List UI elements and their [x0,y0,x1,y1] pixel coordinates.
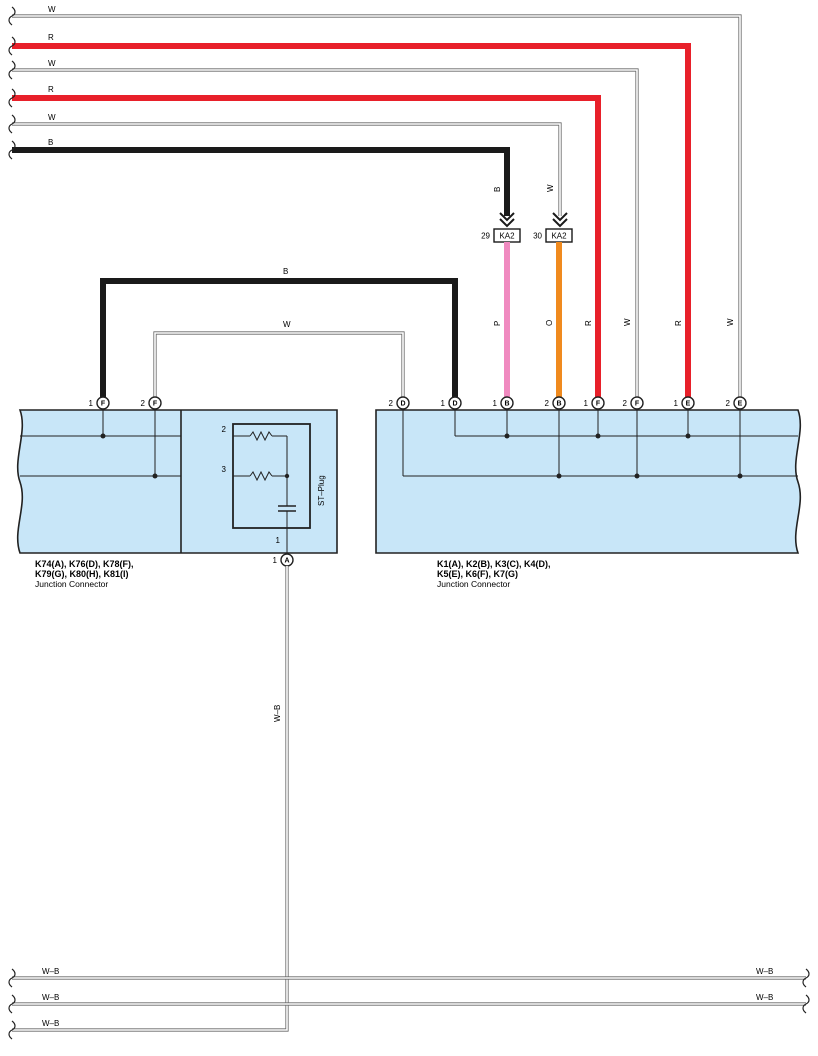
wire-label: W–B [756,967,773,976]
svg-text:2: 2 [726,399,731,408]
wire-label: W–B [42,1019,59,1028]
wire-label: W [283,320,291,329]
resistor-icon [249,470,273,482]
svg-text:F: F [153,401,158,408]
wire-label: W [546,184,555,192]
wire-label: W–B [42,967,59,976]
wire-label: P [493,321,502,326]
internal-pin: 3 [222,465,227,474]
svg-text:1: 1 [441,399,446,408]
pin-b1: B 1 [493,396,514,410]
pin-a1: A 1 [273,553,294,567]
svg-text:1: 1 [89,399,94,408]
wire-label: O [545,320,554,326]
ka2-connector-29: KA2 29 [481,228,521,243]
svg-text:D: D [400,401,405,408]
wire-r-top-2 [12,95,601,398]
wire-label: R [674,320,683,326]
wire-label: W–B [42,993,59,1002]
internal-pin: 2 [222,425,227,434]
svg-text:E: E [686,401,691,408]
wire-label: W [726,318,735,326]
pin-f1-left: F 1 [89,396,110,410]
break-marks-top [8,6,16,160]
wire-wb-bottom-3 [12,1026,289,1032]
pin-f2-right: F 2 [623,396,644,410]
svg-text:F: F [596,401,601,408]
pin-e1: E 1 [674,396,695,410]
wire-label: B [283,267,288,276]
wire-b-bridge [100,278,458,398]
st-plug-label: ST–Plug [317,475,326,506]
pin-f1-right: F 1 [584,396,605,410]
right-connector-name: K1(A), K2(B), K3(C), K4(D), [437,559,551,569]
svg-text:F: F [635,401,640,408]
wire-label: B [493,187,502,192]
wire-label: R [48,33,54,42]
svg-text:2: 2 [141,399,146,408]
wire-label: W–B [273,705,282,722]
ka2-pin: 30 [533,232,542,241]
svg-text:1: 1 [584,399,589,408]
svg-text:1: 1 [273,556,278,565]
svg-text:E: E [738,401,743,408]
svg-text:1: 1 [674,399,679,408]
wire-label: W [48,59,56,68]
st-plug: 2 3 1 ST–Plug [222,423,326,553]
wire-w-top-3 [12,122,562,216]
svg-text:A: A [284,558,289,565]
right-connector-name: K5(E), K6(F), K7(G) [437,569,518,579]
pin-b2: B 2 [545,396,566,410]
chevron-connector-icon [499,212,568,228]
svg-text:B: B [504,401,509,408]
wire-w-top-2 [12,68,639,398]
internal-pin: 1 [276,536,281,545]
wire-w-bridge [153,331,405,398]
wire-label: B [48,138,53,147]
wire-r-top-1 [12,43,691,398]
svg-text:B: B [556,401,561,408]
left-junction-connector: 2 3 1 ST–Plug [16,409,338,554]
right-junction-connector [375,409,802,554]
wire-label: R [48,85,54,94]
left-connector-name: K79(G), K80(H), K81(I) [35,569,129,579]
pin-f2-left: F 2 [141,396,162,410]
wire-b-top [12,147,510,216]
svg-text:1: 1 [493,399,498,408]
svg-text:2: 2 [389,399,394,408]
svg-text:2: 2 [623,399,628,408]
ka2-connector-30: KA2 30 [533,228,573,243]
wire-label: W [48,5,56,14]
svg-text:F: F [101,401,106,408]
wire-label: W [623,318,632,326]
ka2-label: KA2 [551,232,567,241]
svg-text:D: D [452,401,457,408]
svg-text:2: 2 [545,399,550,408]
pin-e2: E 2 [726,396,747,410]
wire-w-top-1 [12,14,742,398]
wire-label: W–B [756,993,773,1002]
resistor-icon [249,430,273,442]
left-connector-type: Junction Connector [35,579,108,589]
ka2-pin: 29 [481,232,490,241]
pin-d1: D 1 [441,396,462,410]
pin-d2: D 2 [389,396,410,410]
wire-label: W [48,113,56,122]
wire-label: R [584,320,593,326]
right-connector-type: Junction Connector [437,579,510,589]
ka2-label: KA2 [499,232,515,241]
left-connector-name: K74(A), K76(D), K78(F), [35,559,134,569]
